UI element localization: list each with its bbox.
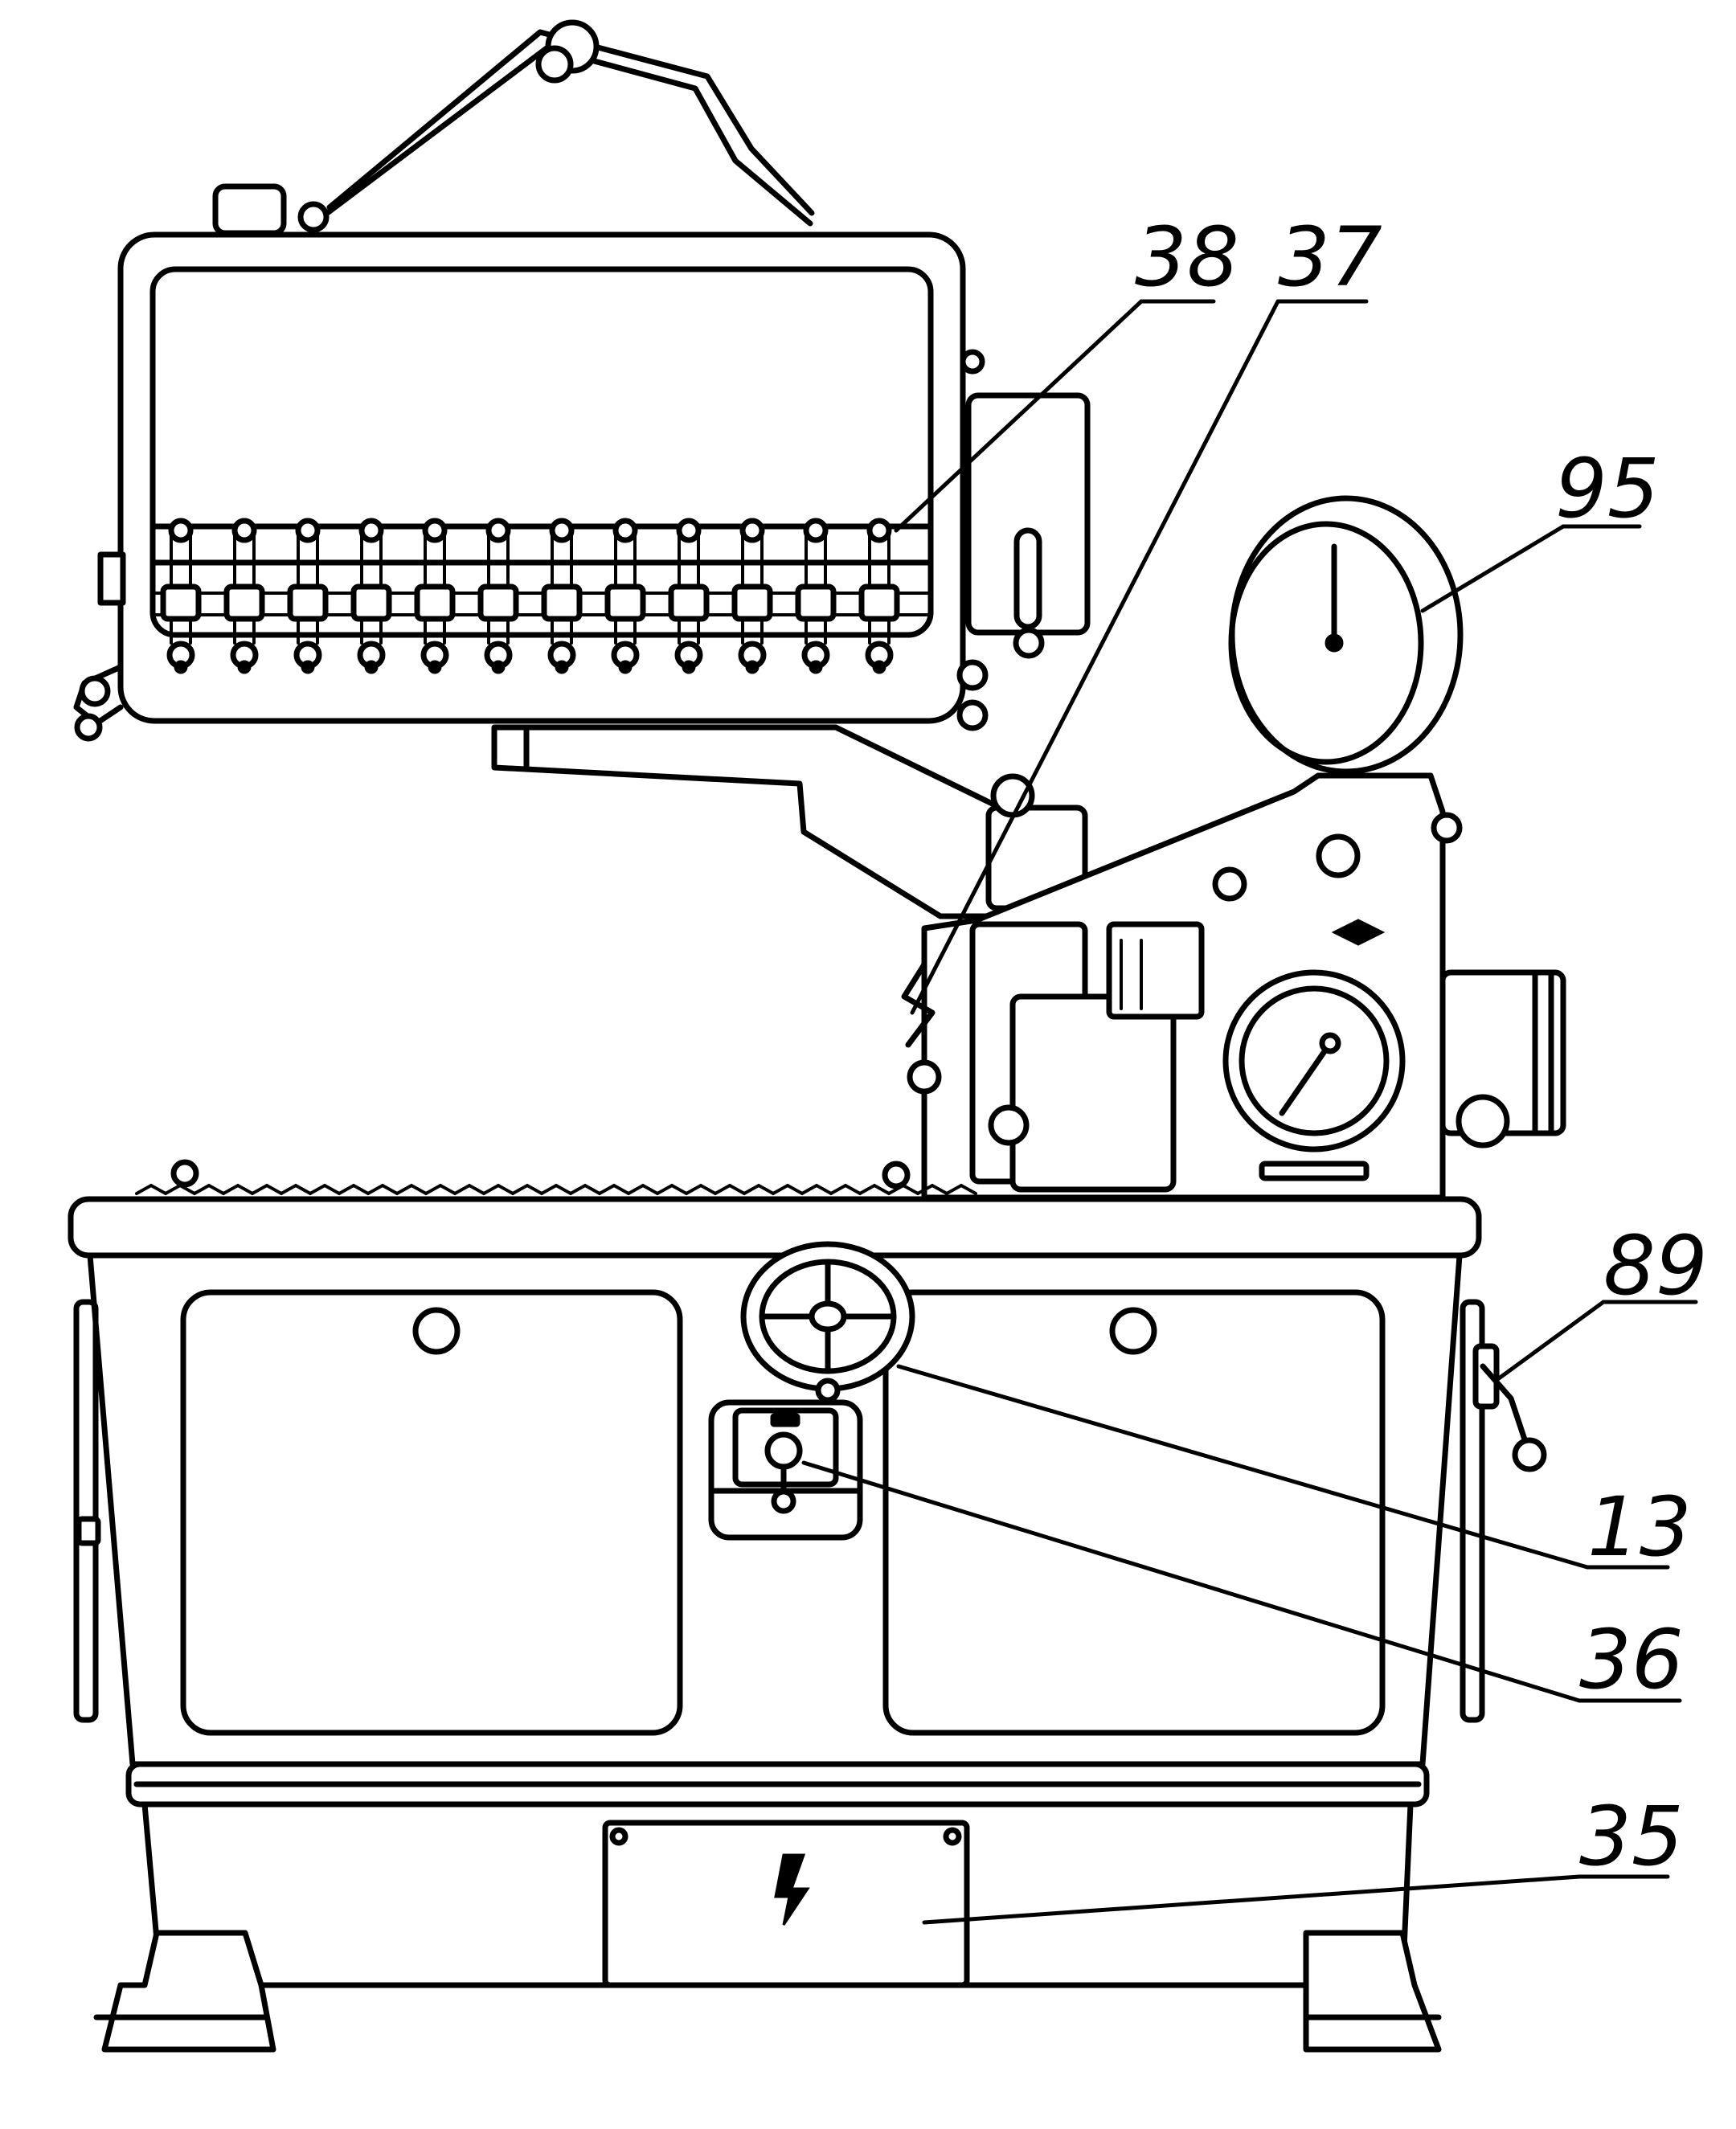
top-cap: [212, 183, 287, 236]
left-door-knob: [412, 1307, 461, 1355]
test-tube: [858, 518, 900, 674]
test-tube: [731, 518, 773, 674]
electrical-cover: [602, 1820, 970, 1988]
test-tube: [160, 518, 202, 674]
upper-housing: [73, 19, 1091, 742]
test-tube: [604, 518, 646, 674]
left-fittings: [73, 551, 126, 742]
handwheel: [740, 1241, 915, 1403]
upper-dial-gauge: [1228, 495, 1464, 775]
test-tube: [287, 518, 329, 674]
test-tube: [477, 518, 519, 674]
pressure-gauge: [1222, 969, 1406, 1181]
side-cover: [956, 349, 1091, 731]
right-door-panel: [882, 1289, 1386, 1736]
left-foot: [101, 1930, 276, 2053]
test-tube: [414, 518, 456, 674]
callout-13: 13: [1587, 1480, 1692, 1575]
right-door-knob: [1109, 1307, 1157, 1355]
callout-38: 38: [1135, 210, 1239, 305]
callout-36: 36: [1579, 1612, 1684, 1708]
callout-89: 89: [1603, 1218, 1708, 1314]
housing-window: [149, 266, 934, 638]
base-plinth: [93, 1761, 1442, 2053]
rail-knob: [882, 1161, 911, 1189]
right-foot: [1303, 1930, 1442, 2053]
test-tube: [541, 518, 583, 674]
callout-95: 95: [1555, 441, 1660, 537]
rail-teeth-line: [135, 1183, 977, 1195]
callout-37: 37: [1278, 210, 1382, 305]
main-switch-panel: [708, 1399, 863, 1541]
lightning-symbol: [774, 1853, 810, 1926]
leader-lines: [801, 299, 1698, 1925]
test-tube: [223, 518, 265, 674]
left-door-panel: [180, 1289, 683, 1736]
rail-knob: [170, 1159, 199, 1188]
support-arm: [491, 724, 1088, 919]
carrying-handle: [297, 19, 815, 233]
test-tube-rack: [151, 518, 934, 674]
callout-35: 35: [1579, 1789, 1684, 1885]
test-tube: [668, 518, 710, 674]
test-tube: [350, 518, 392, 674]
side-lever: [1472, 1343, 1547, 1472]
worktop: [68, 1196, 1482, 1259]
callout-labels: 38 37 95 89 13 36 35: [1135, 210, 1708, 1885]
test-tube: [795, 518, 837, 674]
